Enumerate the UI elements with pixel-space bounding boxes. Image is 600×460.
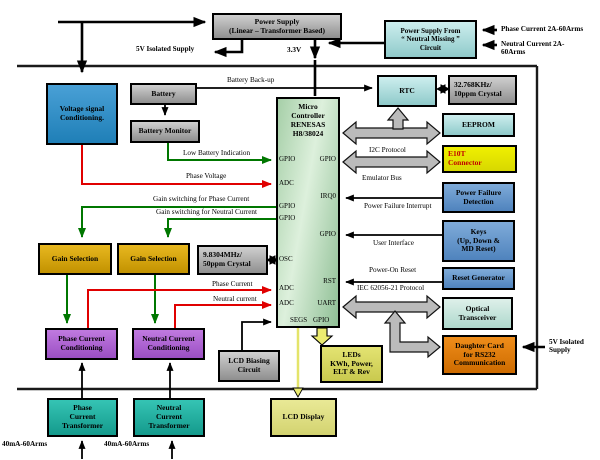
block-reset-generator: Reset Generator [442,267,515,290]
mcu-pin-gpio-right-1: GPIO [319,155,336,163]
crystal-links [265,84,451,265]
wire-phase-current [87,286,272,328]
board-outline [17,64,539,391]
block-e10t-connector: E10T Connector [442,145,517,173]
block-gain-selection-neutral: Gain Selection [117,243,190,275]
block-power-supply: Power Supply (Linear – Transformer Based… [212,13,342,40]
block-battery-monitor: Battery Monitor [130,120,200,143]
label-gain-phase: Gain switching for Phase Current [153,195,250,203]
block-daughter-card: Daughter Card for RS232 Communication [442,335,517,375]
block-crystal-98m: 9.8304MHz/ 50ppm Crystal [197,245,268,275]
label-power-on-reset: Power-On Reset [369,266,417,274]
mcu-pin-adc-left-2: ADC [279,284,294,292]
block-rtc: RTC [377,75,437,107]
wire-phase-voltage [81,145,272,188]
block-neutral-transformer: Neutral Current Transformer [133,398,205,437]
mcu-pin-rst: RST [323,277,336,285]
block-optical-transceiver: Optical Transceiver [442,297,513,330]
mcu-pin-gpio-left-3: GPIO [279,214,296,222]
wire-gain-phase [78,206,276,238]
bus-rtc-branch [386,107,410,130]
signal-wires-green [63,143,276,324]
power-wires [58,16,545,353]
wire-neutral-current [174,301,272,328]
label-phase-voltage: Phase Voltage [186,172,227,180]
block-lcd-display: LCD Display [270,398,337,437]
label-40ma-neutral: 40mA-60Arms [104,440,150,448]
signal-wires-red [81,145,272,328]
label-neutral-current-in: Neutral Current 2A- 60Arms [501,40,565,57]
wire-leds [310,327,334,346]
wire-lcd-biasing [241,318,272,350]
label-power-failure-interrupt: Power Failure Interrupt [364,202,432,210]
mcu-pin-osc: OSC [279,255,293,263]
display-wires [292,327,334,398]
mcu-pin-segs: SEGS [290,316,308,324]
mcu-pin-gpio-left-2: GPIO [279,202,296,210]
block-phase-conditioning: Phase Current Conditioning [45,328,118,360]
block-neutral-conditioning: Neutral Current Conditioning [132,328,205,360]
bus-emulator [342,149,441,175]
block-battery: Battery [130,83,197,105]
block-gain-selection-phase: Gain Selection [38,243,112,275]
block-lcd-biasing: LCD Biasing Circuit [218,350,280,382]
wire-low-battery [167,143,272,164]
label-40ma-phase: 40mA-60Arms [2,440,48,448]
mcu-pin-gpio-left-1: GPIO [279,155,296,163]
label-iec-protocol: IEC 62056-21 Protocol [357,284,425,292]
label-i2c: I2C Protocol [369,146,406,154]
label-phase-current: Phase Current [212,280,253,288]
mcu-pin-adc-left-1: ADC [279,179,294,187]
block-phase-transformer: Phase Current Transformer [47,398,118,437]
bus-daughter-branch [383,310,441,359]
label-neutral-current: Neutral current [213,295,257,303]
block-microcontroller: Micro Controller RENESAS H8/38024 [276,97,340,328]
bus-arrows [342,107,441,359]
label-gain-neutral: Gain switching for Neutral Current [156,208,257,216]
label-5v-isolated-right: 5V Isolated Supply [549,338,584,355]
signal-wires-black [78,84,442,459]
label-phase-current-in: Phase Current 2A-60Arms [501,25,584,33]
wire-gain-neutral [164,218,276,238]
block-voltage-conditioning: Voltage signal Conditioning. [46,83,118,145]
block-neutral-missing: Power Supply From “ Neutral Missing ” Ci… [384,20,477,59]
block-power-failure: Power Failure Detection [442,182,515,213]
mcu-pin-uart: UART [317,299,336,307]
label-3v3: 3.3V [287,46,302,54]
bus-i2c [342,120,441,146]
block-eeprom: EEPROM [442,113,515,137]
block-crystal-32k: 32.768KHz/ 10ppm Crystal [448,75,517,105]
label-user-interface: User Interface [373,239,414,247]
mcu-title: Micro Controller RENESAS H8/38024 [290,102,326,138]
mcu-pin-gpio-right-2: GPIO [319,230,336,238]
label-5v-isolated-left: 5V Isolated Supply [136,45,195,53]
mcu-pin-gpio-bottom: GPIO [313,316,330,324]
bus-uart [342,294,441,320]
label-low-battery: Low Battery Indication [183,149,251,157]
mcu-pin-irq0: IRQ0 [320,192,336,200]
label-emulator-bus: Emulator Bus [362,174,402,182]
mcu-pin-adc-left-3: ADC [279,299,294,307]
block-keys: Keys (Up, Down & MD Reset) [442,220,515,262]
block-leds: LEDs KWh, Power, ELT & Rev [320,345,383,383]
label-battery-backup: Battery Back-up [227,76,275,84]
